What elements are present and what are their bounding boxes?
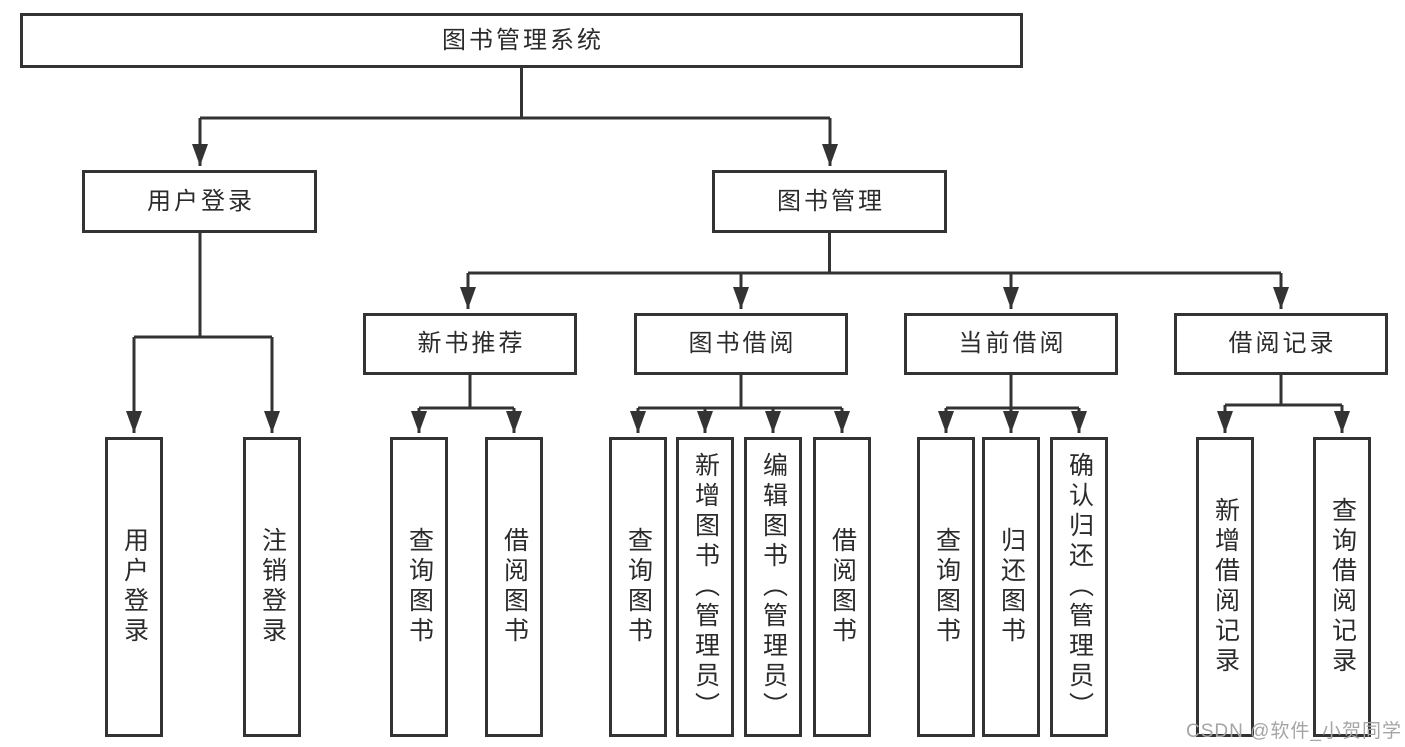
watermark: CSDN @软件_小贺同学	[1186, 721, 1402, 742]
leaf-current-query-book: 查询图书	[917, 437, 975, 737]
node-borrowing-records: 借阅记录	[1174, 313, 1388, 375]
leaf-records-add-borrow-record: 新增借阅记录	[1196, 437, 1254, 737]
node-new-book-recommendation: 新书推荐	[363, 313, 577, 375]
leaf-recommend-query-book: 查询图书	[390, 437, 448, 737]
node-root: 图书管理系统	[20, 13, 1023, 68]
leaf-records-query-borrow-record: 查询借阅记录	[1313, 437, 1371, 737]
node-user-login: 用户登录	[82, 170, 317, 233]
leaf-borrowing-borrow-book: 借阅图书	[813, 437, 871, 737]
leaf-borrowing-edit-book-admin: 编辑图书（管理员）	[744, 437, 802, 737]
leaf-user-login: 用户登录	[105, 437, 163, 737]
leaf-current-confirm-return-admin: 确认归还（管理员）	[1050, 437, 1108, 737]
leaf-recommend-borrow-book: 借阅图书	[485, 437, 543, 737]
leaf-current-return-book: 归还图书	[982, 437, 1040, 737]
node-book-management: 图书管理	[712, 170, 947, 233]
leaf-borrowing-query-book: 查询图书	[609, 437, 667, 737]
leaf-logout-login: 注销登录	[243, 437, 301, 737]
leaf-borrowing-add-book-admin: 新增图书（管理员）	[676, 437, 734, 737]
node-current-borrowing: 当前借阅	[904, 313, 1118, 375]
node-book-borrowing: 图书借阅	[634, 313, 848, 375]
